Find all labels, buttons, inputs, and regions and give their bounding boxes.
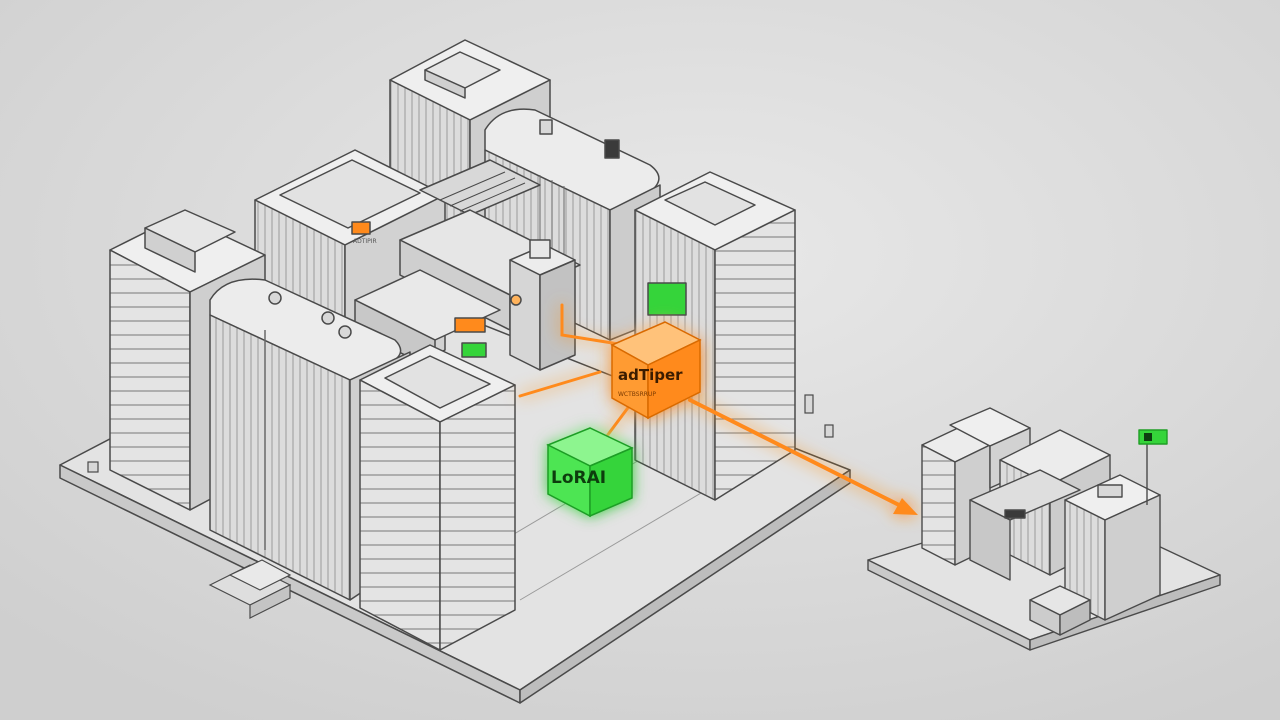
arrow-icon: [688, 398, 918, 515]
posts: [87, 394, 834, 473]
sign-left: [351, 221, 371, 235]
stairs: [208, 559, 292, 619]
lora-block-icon: LoRAI: [546, 427, 634, 518]
front-tower: [359, 344, 516, 651]
sign-left-label: ADTIPIR: [353, 238, 377, 245]
center-structures: [354, 159, 581, 371]
adapter-sublabel: WCTBSRRUP: [618, 391, 656, 398]
adapter-label: adTiper: [618, 366, 683, 384]
lora-label: LoRAI: [551, 468, 606, 488]
green-screen: [647, 282, 687, 316]
adapter-block-icon: adTiper WCTBSRRUP: [610, 321, 702, 420]
small-city: [867, 407, 1221, 651]
small-green-sign: [1138, 429, 1168, 445]
